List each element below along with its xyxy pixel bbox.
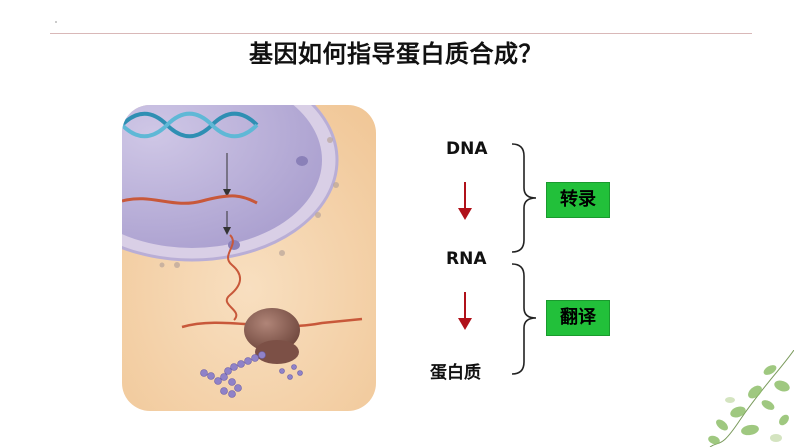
page-title: 基因如何指导蛋白质合成？	[249, 40, 543, 68]
translation-box: 翻译	[546, 300, 610, 336]
dna-label: DNA	[446, 139, 488, 159]
header-divider	[50, 33, 752, 34]
down-arrow-icon	[458, 292, 472, 330]
brace-transcription	[511, 143, 537, 253]
leaf-decoration	[708, 350, 794, 447]
brace-translation	[511, 263, 537, 375]
decor-dot	[55, 21, 57, 23]
rna-label: RNA	[446, 249, 487, 269]
transcription-box: 转录	[546, 182, 610, 218]
cell-illustration	[122, 105, 376, 411]
protein-label: 蛋白质	[430, 363, 481, 383]
down-arrow-icon	[458, 182, 472, 220]
